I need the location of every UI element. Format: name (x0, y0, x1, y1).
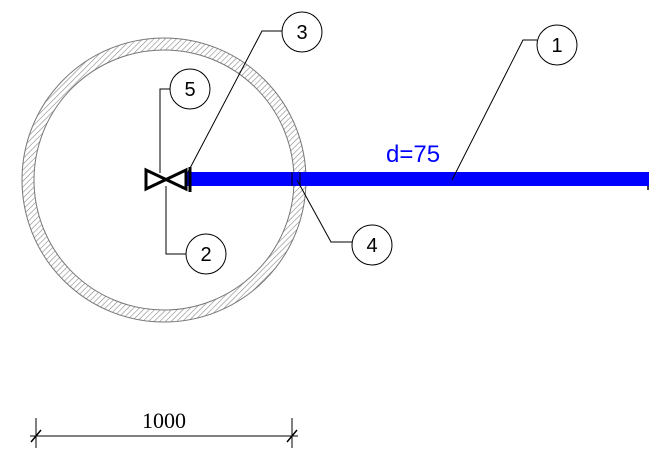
dimension-tick-right (286, 429, 298, 443)
dimension-tick-left (30, 429, 42, 443)
callout-number: 4 (366, 235, 377, 257)
leader-line-4 (296, 179, 352, 243)
callout-3: 3 (281, 11, 323, 53)
callout-circle (185, 233, 227, 275)
callout-5: 5 (169, 68, 211, 110)
leader-line-5 (159, 88, 170, 173)
callout-number: 1 (551, 35, 562, 57)
dimension-value: 1000 (142, 408, 186, 433)
valve-body (144, 167, 170, 192)
callout-circle (169, 68, 211, 110)
callout-number: 5 (184, 79, 195, 101)
leader-line-3 (187, 30, 282, 173)
valve-body-right (162, 167, 188, 192)
pipe-line (186, 172, 649, 186)
dimension: 1000 (30, 408, 298, 448)
callout-4: 4 (351, 224, 393, 266)
valve-symbol (144, 167, 192, 192)
callout-circle (536, 24, 578, 66)
leader-line-1 (451, 39, 537, 181)
wall-sleeve (291, 172, 301, 186)
callout-number: 2 (200, 244, 211, 266)
callout-circle (351, 224, 393, 266)
callout-number: 3 (296, 22, 307, 44)
callout-1: 1 (536, 24, 578, 66)
callout-2: 2 (185, 233, 227, 275)
callout-circle (281, 11, 323, 53)
leader-line-2 (165, 186, 186, 255)
pipe-diameter-label: d=75 (386, 141, 440, 168)
